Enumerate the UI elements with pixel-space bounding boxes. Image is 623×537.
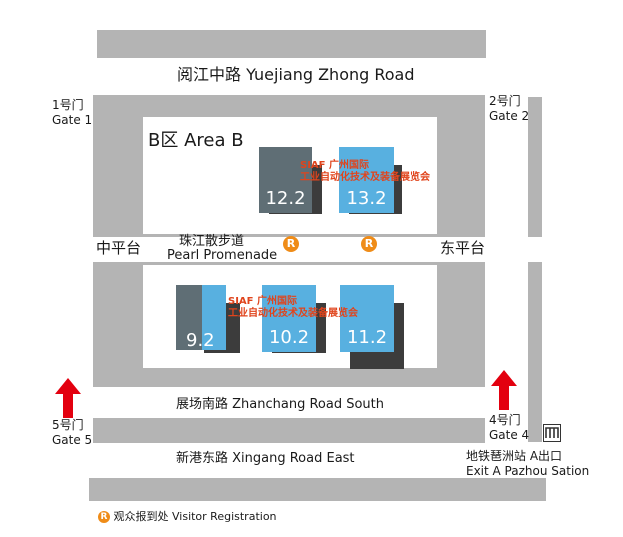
road-xingang-east: 新港东路 Xingang Road East <box>176 451 355 466</box>
legend: R 观众报到处 Visitor Registration <box>98 508 277 524</box>
road-zhanchang-south: 展场南路 Zhanchang Road South <box>176 397 384 412</box>
event-label-lower: SIAF 广州国际 工业自动化技术及装备展览会 <box>228 296 358 319</box>
hall-number: 9.2 <box>186 330 215 351</box>
promenade-cn: 珠江散步道 <box>179 234 245 249</box>
gate-2-label: 2号门 Gate 2 <box>489 94 530 123</box>
promenade-en: Pearl Promenade <box>167 248 278 263</box>
hall-12-2[interactable]: 12.2 <box>259 147 322 214</box>
hall-face: 13.2 <box>339 147 394 213</box>
east-road-lower <box>528 262 542 442</box>
top-road-band <box>97 30 486 58</box>
gate-4-label: 4号门 Gate 4 <box>489 413 530 442</box>
hall-number: 10.2 <box>268 327 310 348</box>
gate-5-label: 5号门 Gate 5 <box>52 418 93 447</box>
legend-text: 观众报到处 Visitor Registration <box>113 510 277 523</box>
gate-1-label: 1号门 Gate 1 <box>52 98 93 127</box>
south-road-band <box>93 418 485 443</box>
hall-face <box>176 285 204 350</box>
registration-legend-icon: R <box>98 511 110 523</box>
hall-number: 12.2 <box>265 188 306 209</box>
registration-badge-west[interactable]: R <box>283 236 299 252</box>
hall-9-2[interactable]: 9.2 <box>176 285 240 353</box>
area-b-label: B区 Area B <box>148 130 244 151</box>
gate-5-arrow-icon <box>55 378 81 418</box>
hall-face: 11.2 <box>340 285 394 352</box>
platform-left: 中平台 <box>96 239 142 257</box>
event-label-upper: SIAF 广州国际 工业自动化技术及装备展览会 <box>300 160 430 183</box>
hall-number: 11.2 <box>346 327 388 348</box>
metro-label-cn: 地铁琶洲站 A出口 <box>466 449 563 463</box>
metro-icon <box>543 424 561 442</box>
hall-face: 10.2 <box>262 285 316 352</box>
gate-4-arrow-icon <box>491 370 517 410</box>
hall-face: 12.2 <box>259 147 312 213</box>
hall-number: 13.2 <box>346 188 387 209</box>
hall-13-2[interactable]: 13.2 <box>339 147 402 224</box>
registration-badge-east[interactable]: R <box>361 236 377 252</box>
road-yuejiang: 阅江中路 Yuejiang Zhong Road <box>177 65 415 84</box>
hall-10-2[interactable]: 10.2 <box>262 285 326 355</box>
hall-11-2[interactable]: 11.2 <box>340 285 404 369</box>
east-road-upper <box>528 97 542 237</box>
bottom-road-band <box>89 478 546 501</box>
platform-right: 东平台 <box>440 239 486 257</box>
hall-face <box>202 285 226 350</box>
metro-label-en: Exit A Pazhou Sation <box>466 464 590 478</box>
